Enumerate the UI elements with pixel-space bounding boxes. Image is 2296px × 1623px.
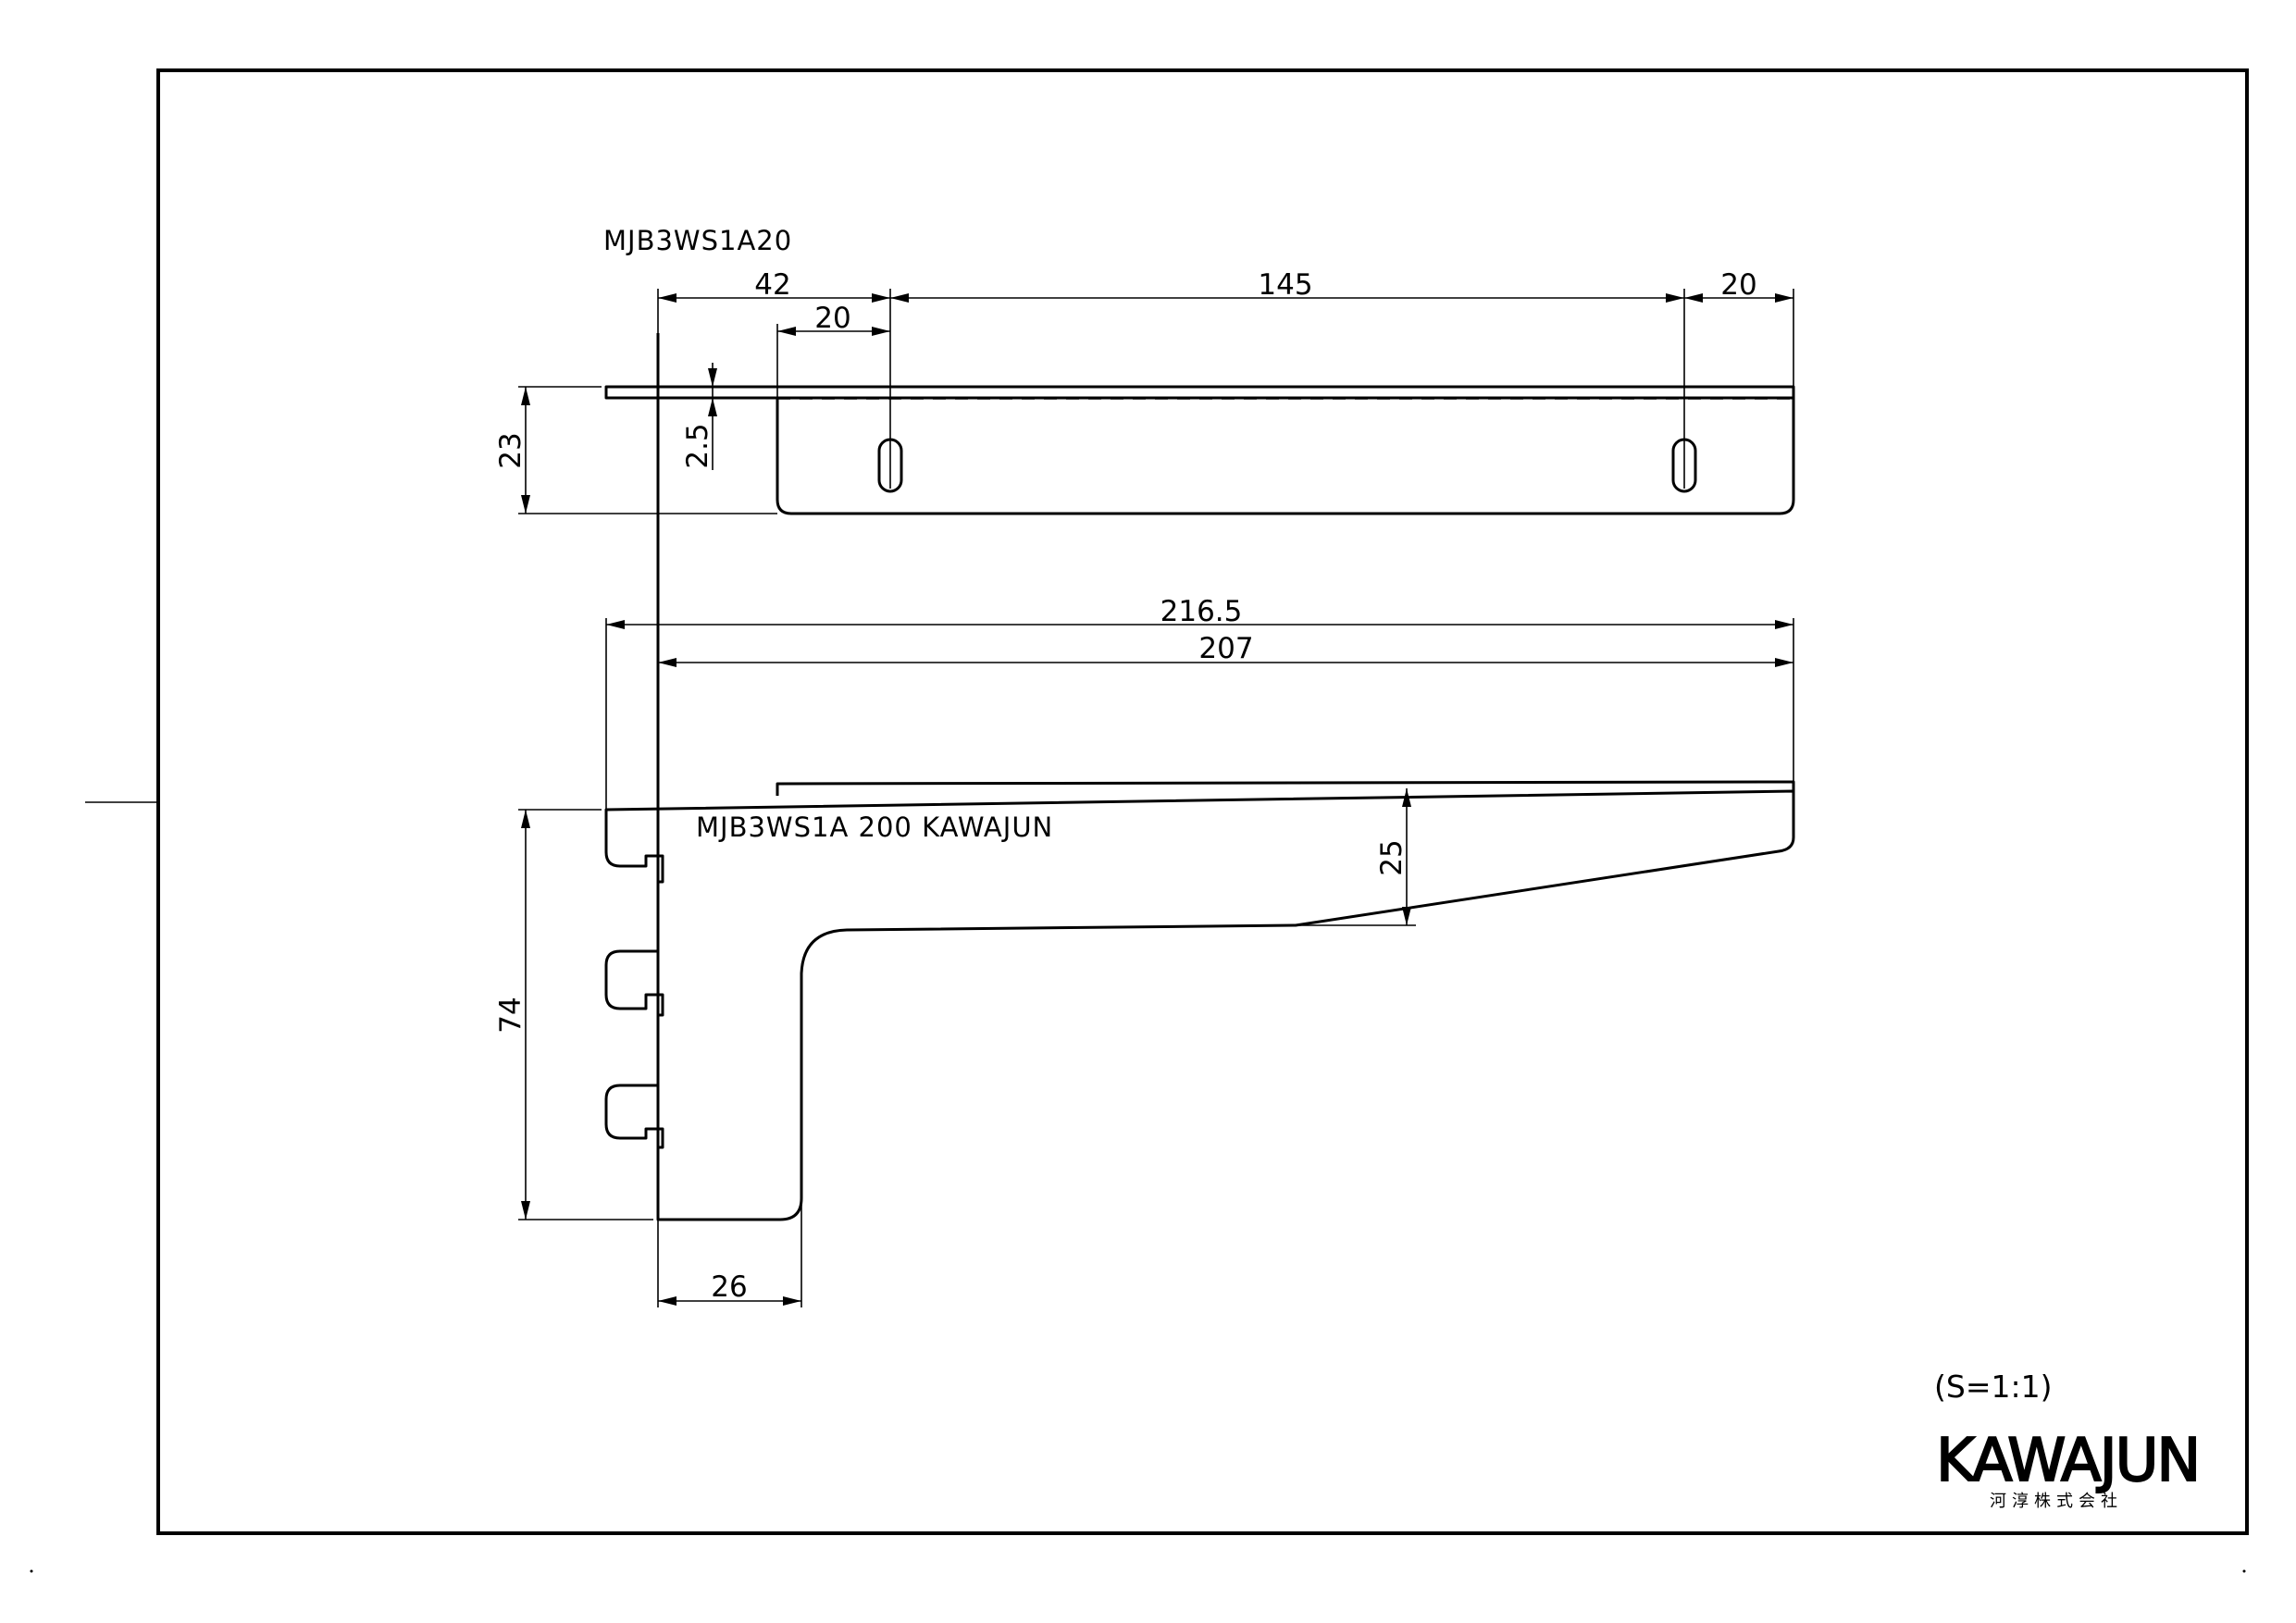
arrow <box>1775 293 1793 303</box>
arrow <box>708 398 717 416</box>
arrow <box>521 495 530 514</box>
top-view-plate <box>776 398 1795 515</box>
arrow <box>606 620 625 629</box>
dim-207: 207 <box>1198 632 1253 665</box>
arrow <box>521 1201 530 1220</box>
engraving-text: MJB3WS1A 200 KAWAJUN <box>696 812 1053 843</box>
dim-145: 145 <box>1258 268 1312 302</box>
dim-42: 42 <box>754 268 790 302</box>
arrow <box>890 293 909 303</box>
arrow <box>1775 620 1793 629</box>
dim-20-left: 20 <box>814 302 850 335</box>
arrow <box>1402 788 1411 807</box>
arrow <box>872 327 890 336</box>
arrow <box>1775 658 1793 667</box>
arrow <box>1666 293 1684 303</box>
arrow <box>783 1296 801 1306</box>
arrow <box>872 293 890 303</box>
arrow <box>1684 293 1703 303</box>
arrow <box>777 327 796 336</box>
drawing-frame <box>156 68 2249 1535</box>
arrow <box>658 1296 676 1306</box>
corner-dot-left <box>30 1569 33 1573</box>
arrow <box>708 368 717 387</box>
arrow <box>1402 907 1411 925</box>
arrow <box>521 810 530 828</box>
scale-label: (S=1:1) <box>1934 1369 2052 1405</box>
top-flange-plate <box>604 385 1795 400</box>
kawajun-logo: KAWAJUN <box>1936 1427 2199 1495</box>
company-name: 河淳株式会社 <box>1990 1492 2123 1511</box>
top-view: 42 145 20 20 23 2.5 <box>494 268 1795 1220</box>
dim-2-5: 2.5 <box>681 423 714 468</box>
shelf-plate-top <box>776 780 1795 796</box>
dim-26: 26 <box>711 1270 747 1304</box>
part-code-label: MJB3WS1A20 <box>603 225 792 256</box>
dim-23: 23 <box>494 432 527 468</box>
bracket-outline <box>604 789 1795 1221</box>
corner-dot-right <box>2242 1569 2246 1573</box>
dim-74: 74 <box>494 997 527 1033</box>
arrow <box>658 293 676 303</box>
side-view: 216.5 207 MJB3WS1A 200 KAWAJUN 74 25 26 <box>494 595 1795 1307</box>
dim-216-5: 216.5 <box>1160 595 1243 628</box>
dim-25: 25 <box>1375 839 1409 875</box>
arrow <box>521 387 530 405</box>
arrow <box>658 658 676 667</box>
dim-20-right: 20 <box>1720 268 1756 302</box>
